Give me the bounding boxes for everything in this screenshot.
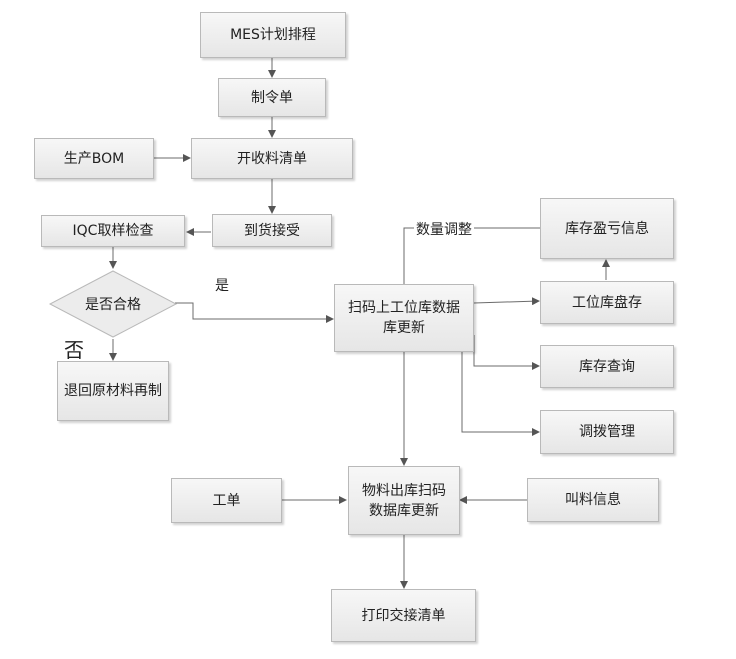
node-transfer-mgmt: 调拨管理 [540,410,674,454]
node-pick-list: 开收料清单 [191,138,353,179]
node-return-material: 退回原材料再制 [57,361,169,421]
arrow-scan-to-stationcount [473,297,540,306]
node-inventory-query: 库存查询 [540,345,674,388]
label-yes: 是 [215,278,229,294]
decision-diamond [48,270,178,338]
arrow-scan-to-transfer [461,352,540,436]
node-bom: 生产BOM [34,138,154,179]
node-pass-check: 是否合格 [85,297,141,313]
node-station-count: 工位库盘存 [540,281,674,324]
arrow-scan-to-query [473,335,540,370]
node-work-order: 工单 [171,478,282,523]
label-qty-adjust: 数量调整 [414,219,474,239]
node-material-out: 物料出库扫码数据库更新 [348,466,460,535]
label-no: 否 [64,338,84,362]
node-work-order-make: 制令单 [218,78,326,117]
node-print-handover: 打印交接清单 [331,589,476,642]
node-mes-plan: MES计划排程 [200,12,346,58]
node-call-material: 叫料信息 [527,478,659,522]
node-iqc: IQC取样检查 [41,215,185,247]
line-qty-adjust [403,227,540,284]
node-inventory-pl: 库存盈亏信息 [540,198,674,259]
node-scan-station: 扫码上工位库数据库更新 [334,284,474,352]
arrow-check-to-scan [175,302,334,323]
node-receive: 到货接受 [212,214,332,247]
